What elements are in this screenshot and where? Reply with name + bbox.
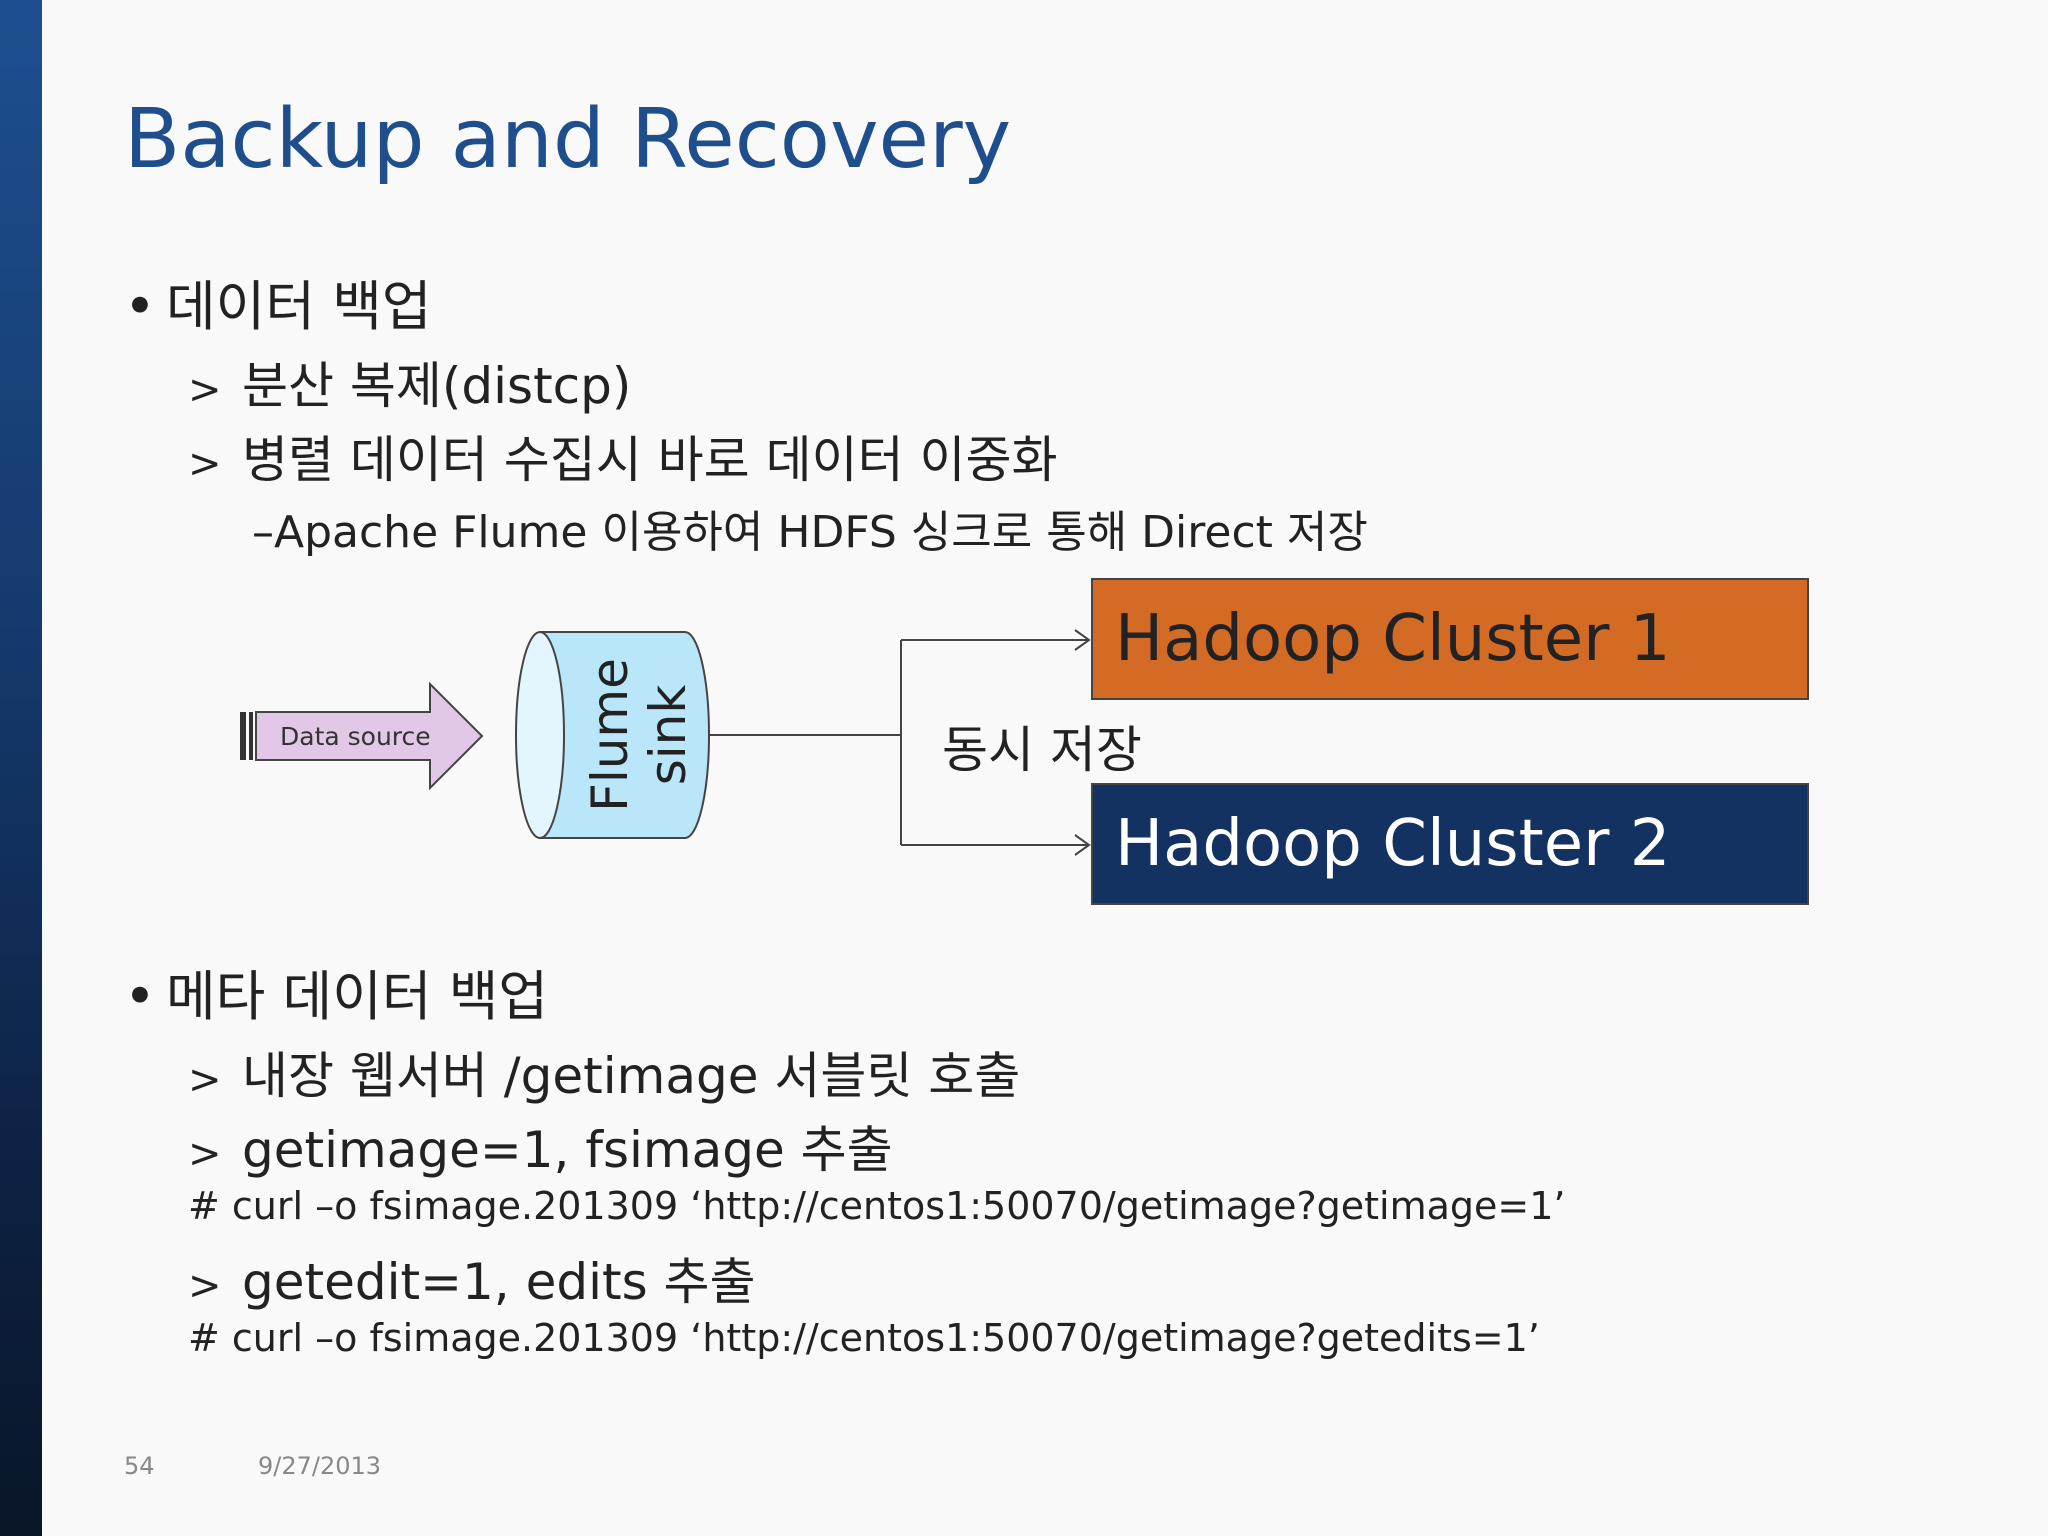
slide-title: Backup and Recovery	[124, 92, 1012, 187]
command-line: # curl –o fsimage.201309 ‘http://centos1…	[188, 1316, 1540, 1360]
hadoop-cluster-2-box: Hadoop Cluster 2	[1091, 783, 1809, 905]
item-text: 병렬 데이터 수집시 바로 데이터 이중화	[242, 431, 1058, 489]
arrow-marker: >	[188, 1263, 222, 1309]
flume-label: Flume	[581, 658, 639, 812]
item-getimage-servlet: > 내장 웹서버 /getimage 서블릿 호출	[188, 1036, 1020, 1108]
data-source-label: Data source	[280, 722, 431, 751]
bullet-data-backup: •데이터 백업	[124, 262, 432, 341]
cylinder-body	[539, 631, 710, 839]
dash-marker: –	[252, 507, 274, 558]
cylinder-end	[515, 631, 565, 839]
simultaneous-store-label: 동시 저장	[942, 721, 1142, 779]
item-parallel-collection: > 병렬 데이터 수집시 바로 데이터 이중화	[188, 420, 1057, 492]
bullet-marker: •	[124, 275, 156, 338]
arrow-tail-bar	[240, 712, 246, 760]
sub-item-flume: –Apache Flume 이용하여 HDFS 싱크로 통해 Direct 저장	[252, 496, 1368, 560]
item-text: 내장 웹서버 /getimage 서블릿 호출	[242, 1047, 1021, 1105]
bullet-text: 데이터 백업	[166, 275, 432, 338]
item-edits-extract: > getedit=1, edits 추출	[188, 1242, 756, 1314]
item-fsimage-extract: > getimage=1, fsimage 추출	[188, 1110, 893, 1182]
hadoop-cluster-1-box: Hadoop Cluster 1	[1091, 578, 1809, 700]
item-text: getedit=1, edits 추출	[242, 1253, 756, 1311]
sub-item-text: Apache Flume 이용하여 HDFS 싱크로 통해 Direct 저장	[274, 507, 1368, 558]
flume-sink-cylinder: Flume sink	[515, 631, 710, 839]
cluster-2-label: Hadoop Cluster 2	[1115, 807, 1671, 881]
arrowhead-cluster1	[1074, 629, 1091, 651]
bullet-metadata-backup: •메타 데이터 백업	[124, 952, 548, 1031]
command-line: # curl –o fsimage.201309 ‘http://centos1…	[188, 1184, 1566, 1228]
item-text: 분산 복제(distcp)	[242, 357, 632, 415]
item-text: getimage=1, fsimage 추출	[242, 1121, 893, 1179]
sink-label: sink	[639, 685, 697, 786]
arrow-marker: >	[188, 1057, 222, 1103]
slide-date: 9/27/2013	[258, 1452, 382, 1480]
arrow-marker: >	[188, 1131, 222, 1177]
item-distcp: > 분산 복제(distcp)	[188, 346, 631, 418]
arrow-marker: >	[188, 367, 222, 413]
arrow-marker: >	[188, 441, 222, 487]
cluster-1-label: Hadoop Cluster 1	[1115, 602, 1671, 676]
data-source-arrow: Data source	[240, 681, 484, 791]
arrow-tail-bar	[249, 712, 253, 760]
bullet-text: 메타 데이터 백업	[166, 965, 549, 1028]
slide-sidebar-band	[0, 0, 42, 1536]
arrowhead-cluster2	[1074, 834, 1091, 856]
page-number: 54	[124, 1452, 155, 1480]
connector-lines	[709, 629, 1091, 856]
bullet-marker: •	[124, 965, 156, 1028]
data-source-shape	[255, 681, 484, 791]
